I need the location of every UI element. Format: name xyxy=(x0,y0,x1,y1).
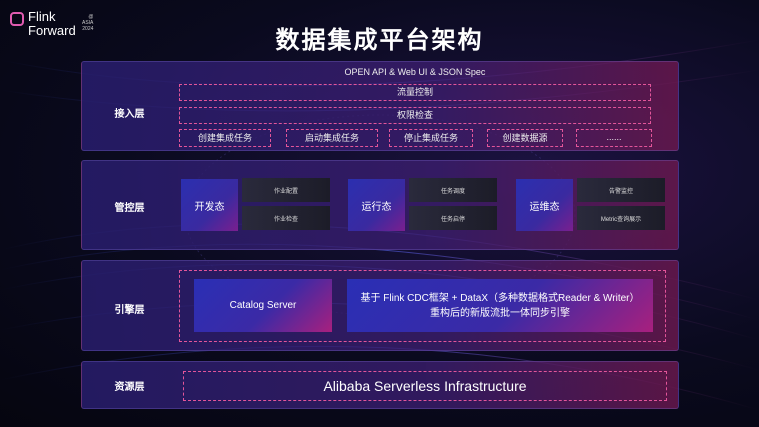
task-more: ...... xyxy=(576,129,652,147)
task-startstop-box: 任务启停 xyxy=(409,206,497,230)
logo-badge-year: 2024 xyxy=(82,26,94,32)
logo-badge-asia: @ ASIA xyxy=(82,14,94,26)
run-state-box: 运行态 xyxy=(348,179,405,231)
sync-engine-box: 基于 Flink CDC框架 + DataX（多种数据格式Reader & Wr… xyxy=(347,279,653,332)
access-spec: OPEN API & Web UI & JSON Spec xyxy=(344,67,486,77)
control-layer-label: 管控层 xyxy=(114,203,145,214)
task-start-integration: 启动集成任务 xyxy=(286,129,378,147)
sync-engine-line2: 重构后的新版流批一体同步引擎 xyxy=(430,307,570,319)
sync-engine-line1: 基于 Flink CDC框架 + DataX（多种数据格式Reader & Wr… xyxy=(360,292,640,304)
catalog-server-box: Catalog Server xyxy=(194,279,332,332)
task-schedule-box: 任务调度 xyxy=(409,178,497,202)
resource-layer: 资源层 Alibaba Serverless Infrastructure xyxy=(81,361,679,409)
flink-logo-icon xyxy=(10,12,24,26)
logo-line2: Forward xyxy=(28,23,76,38)
job-config-box: 作业配置 xyxy=(242,178,330,202)
metric-display-box: Metric查询展示 xyxy=(577,206,665,230)
dev-state-box: 开发态 xyxy=(181,179,238,231)
engine-dashed-frame xyxy=(179,270,666,342)
infra-box: Alibaba Serverless Infrastructure xyxy=(183,371,667,401)
alert-monitor-box: 告警监控 xyxy=(577,178,665,202)
engine-layer-label: 引擎层 xyxy=(114,305,145,316)
logo-badge: @ ASIA 2024 xyxy=(82,14,93,32)
engine-layer: 引擎层 Catalog Server 基于 Flink CDC框架 + Data… xyxy=(81,260,679,351)
ops-state-box: 运维态 xyxy=(516,179,573,231)
permission-check-box: 权限检查 xyxy=(179,107,651,124)
control-layer: 管控层 开发态 作业配置 作业检查 运行态 任务调度 任务启停 运维态 告警监控… xyxy=(81,160,679,250)
access-layer: 接入层 OPEN API & Web UI & JSON Spec 流量控制 权… xyxy=(81,61,679,151)
task-create-datasource: 创建数据源 xyxy=(487,129,563,147)
flink-forward-logo: Flink Forward @ ASIA 2024 xyxy=(10,9,93,38)
resource-layer-label: 资源层 xyxy=(114,382,145,393)
task-create-integration: 创建集成任务 xyxy=(179,129,271,147)
page-title: 数据集成平台架构 xyxy=(275,27,484,54)
flow-control-box: 流量控制 xyxy=(179,84,651,101)
job-check-box: 作业检查 xyxy=(242,206,330,230)
logo-line1: Flink xyxy=(28,9,56,24)
task-stop-integration: 停止集成任务 xyxy=(389,129,473,147)
access-layer-label: 接入层 xyxy=(114,109,145,120)
